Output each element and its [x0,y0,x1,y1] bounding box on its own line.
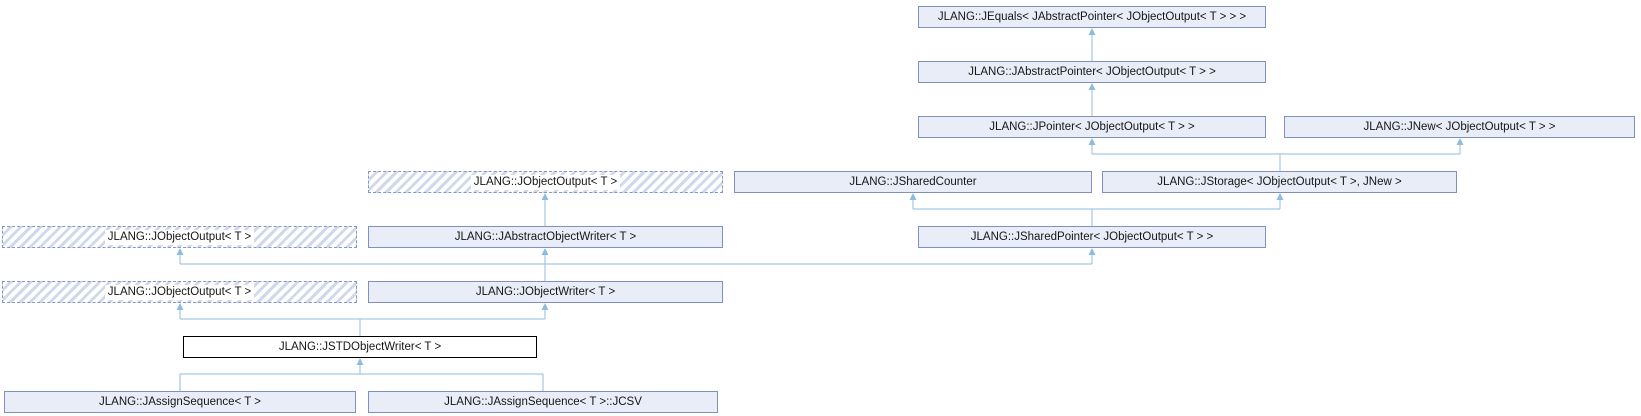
inheritance-arrowhead-icon [356,358,364,365]
node-label: JLANG::JObjectOutput< T > [104,229,255,245]
node-label: JLANG::JAssignSequence< T >::JCSV [444,395,642,408]
node-jnew[interactable]: JLANG::JNew< JObjectOutput< T > > [1284,116,1635,138]
inheritance-arrowhead-icon [541,193,549,200]
node-label: JLANG::JSharedCounter [849,175,977,188]
node-label: JLANG::JAbstractObjectWriter< T > [454,230,637,243]
node-jshared-pointer[interactable]: JLANG::JSharedPointer< JObjectOutput< T … [918,226,1266,248]
node-jpointer[interactable]: JLANG::JPointer< JObjectOutput< T > > [918,116,1266,138]
node-jobject-writer[interactable]: JLANG::JObjectWriter< T > [368,281,723,303]
node-label: JLANG::JSTDObjectWriter< T > [278,340,442,353]
node-label: JLANG::JObjectOutput< T > [470,174,621,190]
node-label: JLANG::JAssignSequence< T > [99,395,261,408]
node-jobject-output-dup1[interactable]: JLANG::JObjectOutput< T > [368,171,723,193]
inheritance-arrowhead-icon [1276,193,1284,200]
node-label: JLANG::JStorage< JObjectOutput< T >, JNe… [1157,175,1402,188]
node-label: JLANG::JAbstractPointer< JObjectOutput< … [968,65,1216,78]
inheritance-arrowhead-icon [1088,83,1096,90]
node-jassign-sequence-jcsv[interactable]: JLANG::JAssignSequence< T >::JCSV [368,391,718,413]
node-jobject-output-dup2[interactable]: JLANG::JObjectOutput< T > [2,226,357,248]
inheritance-arrowhead-icon [909,193,917,200]
inheritance-arrowhead-icon [541,248,549,255]
node-jshared-counter[interactable]: JLANG::JSharedCounter [734,171,1092,193]
node-jabstract-pointer[interactable]: JLANG::JAbstractPointer< JObjectOutput< … [918,61,1266,83]
node-label: JLANG::JEquals< JAbstractPointer< JObjec… [937,10,1247,23]
node-jstorage[interactable]: JLANG::JStorage< JObjectOutput< T >, JNe… [1102,171,1457,193]
node-label: JLANG::JNew< JObjectOutput< T > > [1363,120,1556,133]
node-label: JLANG::JObjectWriter< T > [475,285,616,298]
inheritance-arrowhead-icon [541,303,549,310]
node-jabstract-object-writer[interactable]: JLANG::JAbstractObjectWriter< T > [368,226,723,248]
inheritance-arrowhead-icon [176,303,184,310]
inheritance-arrowhead-icon [1088,28,1096,35]
node-jobject-output-dup3[interactable]: JLANG::JObjectOutput< T > [2,281,357,303]
node-label: JLANG::JPointer< JObjectOutput< T > > [989,120,1195,133]
inheritance-arrowhead-icon [1088,248,1096,255]
node-label: JLANG::JObjectOutput< T > [104,284,255,300]
inheritance-arrowhead-icon [1088,138,1096,145]
inheritance-arrowhead-icon [176,248,184,255]
node-jequals[interactable]: JLANG::JEquals< JAbstractPointer< JObjec… [918,6,1266,28]
node-label: JLANG::JSharedPointer< JObjectOutput< T … [970,230,1214,243]
node-jstd-object-writer: JLANG::JSTDObjectWriter< T > [183,336,537,358]
inheritance-arrowhead-icon [1456,138,1464,145]
node-jassign-sequence[interactable]: JLANG::JAssignSequence< T > [4,391,356,413]
